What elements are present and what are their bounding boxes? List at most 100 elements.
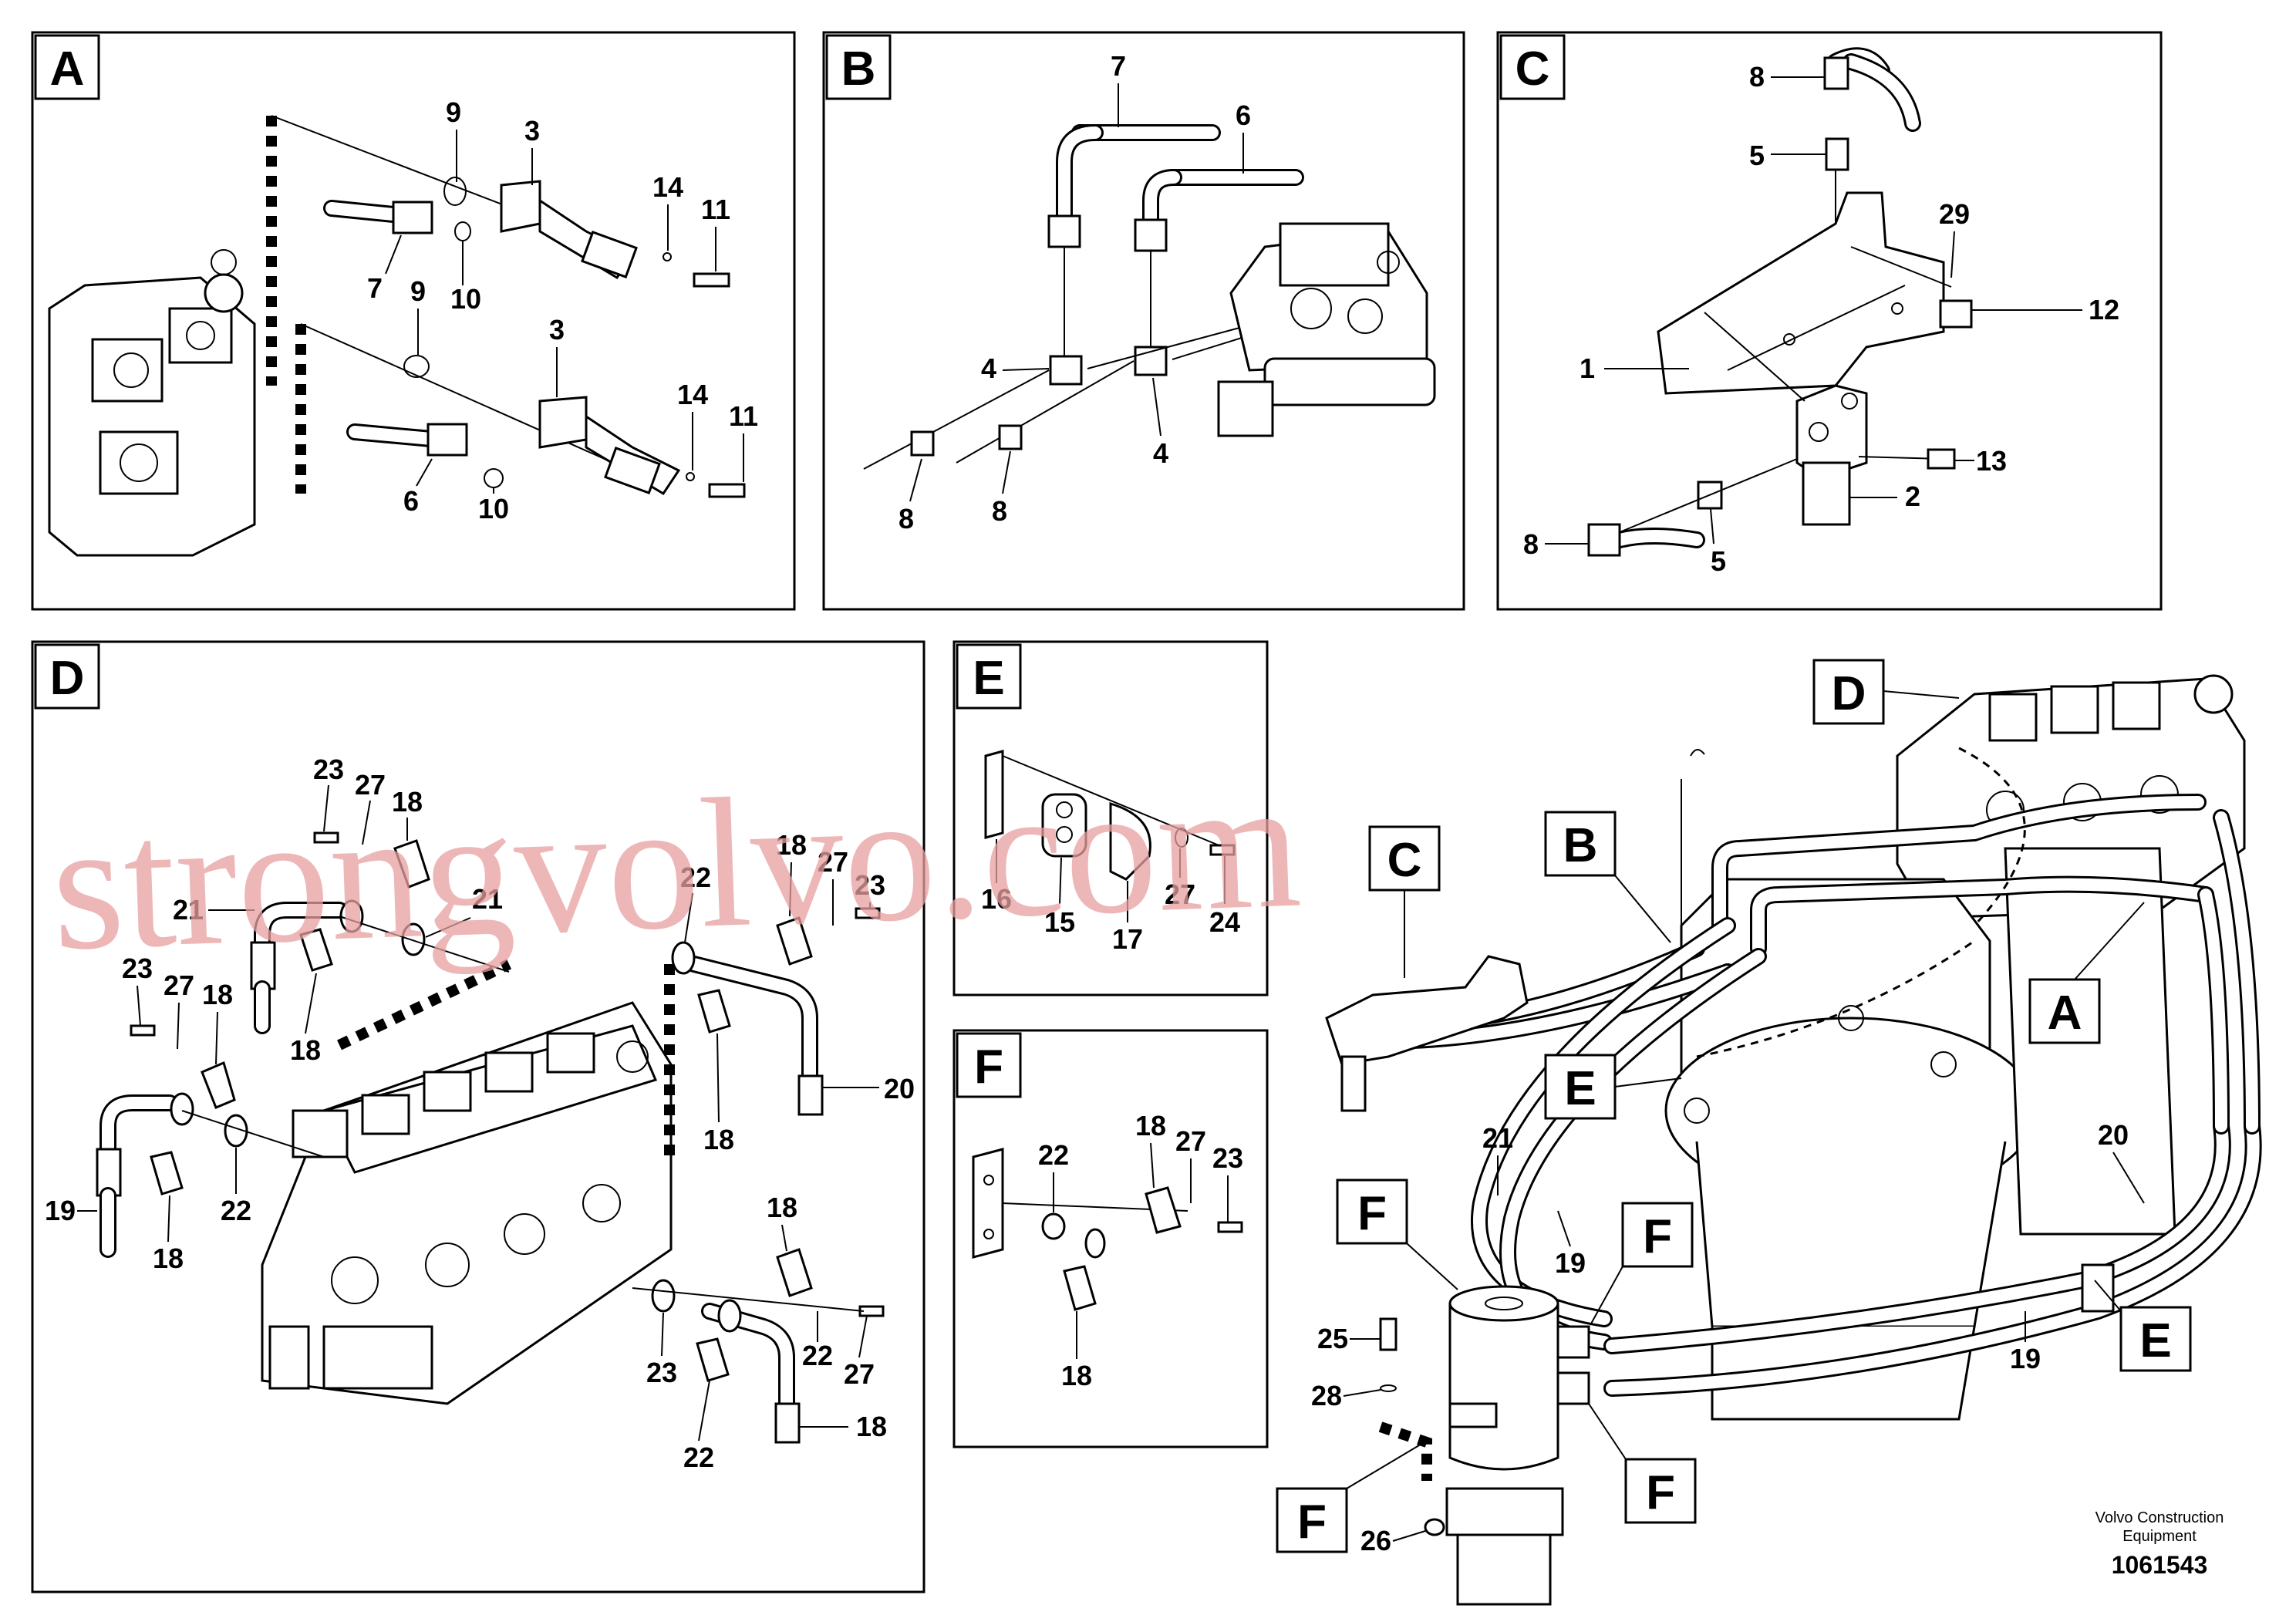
svg-text:F: F — [1646, 1466, 1675, 1519]
svg-text:16: 16 — [981, 883, 1012, 915]
panel-f-callouts: 22 18 27 23 18 — [1038, 1110, 1243, 1391]
svg-text:7: 7 — [367, 272, 383, 304]
panel-d-drawing — [96, 831, 885, 1444]
svg-text:2: 2 — [1905, 481, 1920, 512]
svg-text:28: 28 — [1311, 1380, 1342, 1411]
svg-text:F: F — [1643, 1210, 1672, 1263]
overview-tag-c: C — [1368, 825, 1441, 978]
svg-text:22: 22 — [680, 862, 711, 893]
svg-text:22: 22 — [221, 1195, 251, 1226]
svg-text:4: 4 — [1153, 437, 1168, 469]
svg-text:23: 23 — [1212, 1142, 1243, 1174]
svg-text:14: 14 — [677, 379, 708, 410]
svg-text:F: F — [974, 1040, 1003, 1094]
svg-text:6: 6 — [403, 485, 419, 517]
overview-tag-b: B — [1544, 811, 1671, 943]
panel-a-drawing — [48, 115, 746, 557]
panel-f-tag: F — [956, 1032, 1022, 1098]
svg-text:10: 10 — [450, 283, 481, 315]
svg-text:D: D — [50, 652, 85, 705]
svg-text:7: 7 — [1111, 50, 1126, 82]
svg-text:18: 18 — [392, 786, 423, 818]
svg-text:E: E — [973, 652, 1004, 705]
svg-text:18: 18 — [856, 1411, 887, 1442]
svg-text:8: 8 — [992, 495, 1007, 527]
svg-text:21: 21 — [173, 894, 204, 926]
svg-text:22: 22 — [683, 1442, 714, 1473]
svg-text:18: 18 — [1135, 1110, 1166, 1141]
svg-text:23: 23 — [122, 953, 153, 984]
svg-text:14: 14 — [652, 171, 683, 203]
panel-b-callouts: 7 6 4 4 8 8 — [899, 50, 1251, 534]
watermark: strongvolvo.com — [49, 740, 1304, 989]
svg-text:19: 19 — [1555, 1247, 1586, 1279]
panel-e-callouts: 16 15 17 27 24 — [981, 839, 1240, 955]
panel-f-frame — [952, 1029, 1269, 1448]
svg-text:29: 29 — [1939, 198, 1970, 230]
svg-text:23: 23 — [646, 1357, 677, 1388]
svg-text:27: 27 — [818, 846, 848, 878]
panel-c-callouts: 8 5 29 12 1 13 2 8 5 — [1523, 61, 2119, 577]
svg-text:25: 25 — [1317, 1323, 1348, 1354]
panel-c-tag: C — [1499, 34, 1566, 100]
svg-text:20: 20 — [2098, 1119, 2129, 1151]
svg-text:18: 18 — [776, 829, 807, 861]
svg-text:11: 11 — [729, 400, 758, 432]
overview-tag-f-1: F — [1336, 1179, 1458, 1290]
svg-text:23: 23 — [313, 754, 344, 785]
panel-d-tag: D — [34, 643, 100, 710]
svg-text:18: 18 — [1061, 1360, 1092, 1391]
svg-text:23: 23 — [855, 869, 885, 901]
svg-text:C: C — [1387, 834, 1422, 887]
svg-text:18: 18 — [703, 1124, 734, 1155]
svg-text:18: 18 — [767, 1192, 797, 1223]
svg-text:18: 18 — [290, 1034, 321, 1066]
overview-drawing — [1325, 674, 2262, 1606]
svg-text:21: 21 — [1482, 1122, 1513, 1154]
svg-text:8: 8 — [1523, 528, 1539, 560]
svg-text:C: C — [1515, 42, 1550, 96]
svg-text:17: 17 — [1112, 923, 1143, 955]
svg-text:F: F — [1297, 1496, 1327, 1549]
panel-b-tag: B — [825, 34, 892, 100]
svg-text:27: 27 — [844, 1358, 875, 1390]
svg-text:26: 26 — [1360, 1525, 1391, 1556]
svg-text:20: 20 — [884, 1073, 915, 1104]
svg-text:18: 18 — [153, 1243, 184, 1274]
svg-text:9: 9 — [446, 96, 461, 128]
overview-tag-e-top: E — [1544, 1054, 1682, 1120]
svg-text:19: 19 — [45, 1195, 76, 1226]
svg-text:8: 8 — [1749, 61, 1765, 93]
svg-text:5: 5 — [1749, 140, 1765, 171]
panel-b-drawing — [863, 124, 1436, 470]
svg-text:D: D — [1832, 667, 1866, 720]
svg-text:8: 8 — [899, 503, 914, 534]
svg-text:4: 4 — [981, 352, 996, 384]
svg-text:1: 1 — [1580, 352, 1595, 384]
overview-tag-f-2: F — [1590, 1202, 1694, 1326]
svg-text:3: 3 — [549, 314, 565, 346]
svg-text:10: 10 — [478, 493, 509, 524]
svg-text:18: 18 — [202, 979, 233, 1010]
svg-text:27: 27 — [1165, 878, 1195, 910]
overview-tag-d: D — [1812, 659, 1960, 725]
svg-text:21: 21 — [472, 883, 503, 915]
drawing-number: 1061543 — [2112, 1551, 2208, 1579]
svg-text:F: F — [1357, 1187, 1387, 1240]
svg-text:11: 11 — [701, 194, 730, 225]
panel-a-tag: A — [34, 34, 100, 100]
svg-text:27: 27 — [164, 969, 194, 1001]
drawing-footer: Volvo Construction Equipment 1061543 — [2095, 1509, 2224, 1579]
svg-text:27: 27 — [355, 769, 386, 801]
overview-tag-f-3: F — [1276, 1440, 1428, 1553]
svg-text:9: 9 — [410, 275, 426, 307]
panel-a-callouts: 9 3 14 11 7 10 9 3 14 11 6 10 — [367, 96, 758, 524]
svg-text:22: 22 — [1038, 1139, 1069, 1171]
overview-callouts: 21 20 19 19 25 28 26 — [1311, 1119, 2145, 1556]
brand-line-2: Equipment — [2122, 1528, 2197, 1545]
svg-text:27: 27 — [1175, 1125, 1206, 1157]
panel-c-drawing — [1587, 47, 1973, 557]
svg-text:15: 15 — [1044, 906, 1075, 938]
overview-tag-a: A — [2028, 902, 2145, 1044]
